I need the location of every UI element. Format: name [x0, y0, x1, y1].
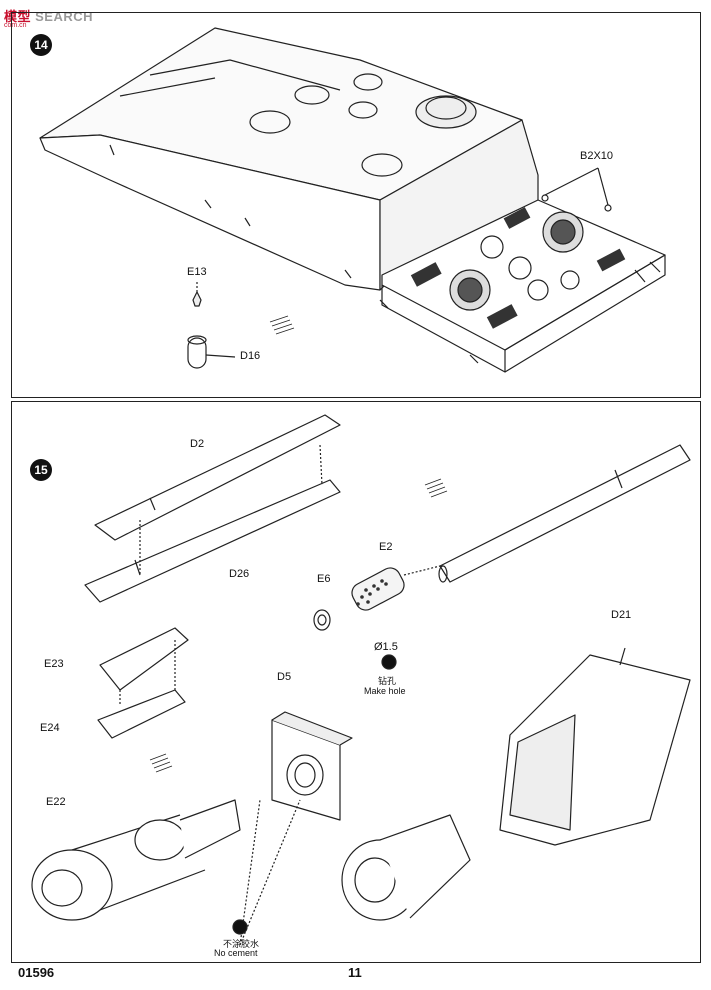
watermark-sub: com.cn	[4, 22, 27, 29]
label-e2: E2	[379, 541, 393, 553]
step-15-panel	[11, 401, 701, 963]
label-d26: D26	[229, 568, 250, 580]
make-hole-en: Make hole	[364, 686, 406, 696]
page-number: 11	[348, 965, 362, 980]
label-d16: D16	[240, 350, 261, 362]
label-d21: D21	[611, 609, 632, 621]
label-b2x10: B2X10	[580, 150, 614, 162]
no-cement-cn: 不涂胶水	[223, 939, 260, 949]
label-e24: E24	[40, 722, 60, 734]
label-diameter: Ø1.5	[374, 641, 398, 653]
label-e6: E6	[317, 573, 331, 585]
label-e13: E13	[187, 266, 207, 278]
product-code: 01596	[18, 965, 55, 980]
step-15-badge: 15	[30, 459, 52, 481]
no-cement-en: No cement	[214, 948, 258, 958]
make-hole-cn: 钻孔	[378, 676, 397, 686]
label-e23: E23	[44, 658, 64, 670]
barrel-assembly-drawing	[31, 414, 691, 946]
label-d2: D2	[190, 438, 205, 450]
label-e22: E22	[46, 796, 66, 808]
step-14-badge: 14	[30, 34, 52, 56]
step-14-panel	[11, 12, 701, 398]
label-d5: D5	[277, 671, 292, 683]
hull-assembly-drawing	[39, 27, 666, 373]
